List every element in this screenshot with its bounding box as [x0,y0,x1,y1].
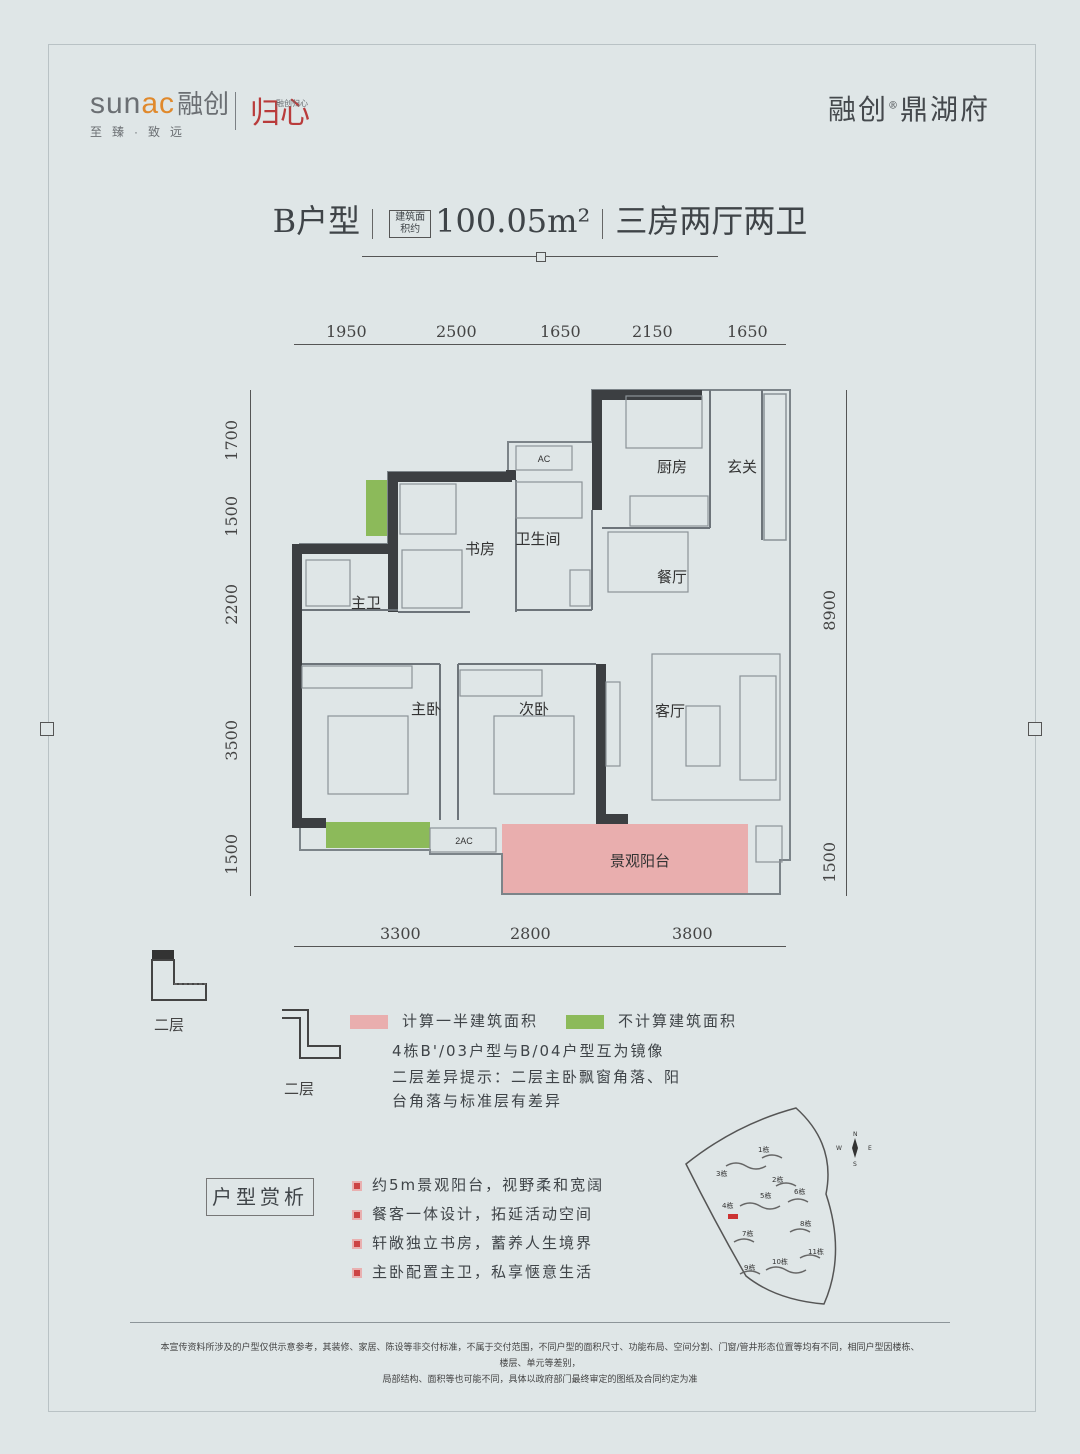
unit-layout: 三房两厅两卫 [615,202,808,240]
ac2-label: 2AC [455,836,473,846]
dim-bottom-1: 3300 [380,924,421,943]
room-second-bed: 次卧 [519,701,549,718]
room-master-bed: 主卧 [411,701,441,718]
footer-rule [130,1322,950,1323]
left-marker-icon [40,722,54,736]
area-prefix: 建筑面积约 [389,209,432,238]
compass-e: E [868,1145,872,1152]
brand-cn: 融创 [177,89,230,119]
note-diff-1: 二层差异提示：二层主卧飘窗角落、阳 [392,1068,682,1086]
dim-left-1: 1700 [222,420,241,461]
brand-slogan: 至臻·致远 [90,125,192,139]
analysis-item-3: 轩敞独立书房，蓄养人生境界 [352,1232,593,1253]
analysis-item-2: 餐客一体设计，拓延活动空间 [352,1203,593,1224]
brand-logo: sunac融创 至臻·致远 [90,84,229,140]
green-area-study [366,480,388,536]
site-b10: 10栋 [772,1257,788,1266]
right-dim-line [846,390,847,896]
legend-none: 不计算建筑面积 [566,1010,737,1031]
heading-rule-dot [536,252,546,262]
legend-half: 计算一半建筑面积 [350,1010,538,1031]
floor2-label-a: 二层 [154,1016,185,1034]
note-mirror: 4栋B'/03户型与B/04户型互为镜像 [392,1042,665,1060]
analysis-title: 户型赏析 [206,1178,314,1216]
site-b8: 8栋 [800,1219,811,1228]
floor2-detail-a [151,950,207,1001]
room-master-bath: 主卫 [351,595,381,612]
compass-icon [852,1138,858,1158]
bottom-dim-line [294,946,786,947]
floor2-label-b: 二层 [284,1080,315,1098]
room-living: 客厅 [655,703,685,720]
ac-label: AC [538,454,551,464]
room-study: 书房 [465,541,495,558]
dim-top-1: 1950 [326,322,367,341]
dim-left-5: 1500 [222,834,241,875]
site-b9: 9栋 [744,1263,755,1272]
dim-top-2: 2500 [436,322,477,341]
room-dining: 餐厅 [657,569,687,586]
site-b3: 3栋 [716,1169,727,1178]
seal-logo: 归心融创归心 [250,96,310,131]
analysis-item-4: 主卧配置主卫，私享惬意生活 [352,1261,593,1282]
site-highlight [728,1214,738,1219]
right-marker-icon [1028,722,1042,736]
site-plan: 1栋 2栋 3栋 4栋 5栋 6栋 7栋 8栋 9栋 10栋 11栋 N S E… [685,1107,872,1305]
dim-left-3: 2200 [222,584,241,625]
compass-n: N [853,1131,858,1138]
disclaimer-line-2: 局部结构、面积等也可能不同，具体以政府部门最终审定的图纸及合同约定为准 [382,1375,698,1385]
site-b5: 5栋 [760,1191,771,1200]
project-name: 融创®鼎湖府 [827,93,990,126]
site-b6: 6栋 [794,1187,805,1196]
dim-bottom-3: 3800 [672,924,713,943]
dim-left-4: 3500 [222,720,241,761]
dim-top-5: 1650 [727,322,768,341]
site-b7: 7栋 [742,1229,753,1238]
room-entry: 玄关 [727,459,757,476]
floor2-detail-b [282,1009,341,1059]
balcony-area [502,824,748,894]
dim-left-2: 1500 [222,496,241,537]
note-diff-2: 台角落与标准层有差异 [392,1092,563,1110]
unit-area: 100.05m² [435,202,591,240]
unit-type: B户型 [272,202,361,240]
left-dim-line [250,390,251,896]
floor-plan: 厨房 玄关 书房 卫生间 餐厅 主卫 主卧 次卧 客厅 景观阳台 AC 2AC [292,389,791,895]
site-b1: 1栋 [758,1145,769,1154]
legend-none-swatch [566,1014,604,1029]
site-b4: 4栋 [722,1201,733,1210]
green-area-master [326,822,430,848]
site-b11: 11栋 [808,1247,824,1256]
dim-right-2: 1500 [820,842,839,883]
site-b2: 2栋 [772,1175,783,1184]
room-balcony: 景观阳台 [610,853,670,870]
room-bath: 卫生间 [515,531,560,548]
brand-separator [235,92,236,130]
disclaimer: 本宣传资料所涉及的户型仅供示意参考，其装修、家居、陈设等非交付标准，不属于交付范… [160,1340,920,1388]
dim-bottom-2: 2800 [510,924,551,943]
compass-s: S [853,1161,857,1168]
dim-top-3: 1650 [540,322,581,341]
brand-en: sunac [90,87,176,120]
room-kitchen: 厨房 [657,459,687,476]
top-dim-line [294,344,786,345]
compass-w: W [836,1145,842,1152]
dim-right-1: 8900 [820,590,839,631]
dim-top-4: 2150 [632,322,673,341]
legend-half-swatch [350,1014,388,1029]
disclaimer-line-1: 本宣传资料所涉及的户型仅供示意参考，其装修、家居、陈设等非交付标准，不属于交付范… [160,1343,920,1369]
analysis-item-1: 约5m景观阳台，视野柔和宽阔 [352,1174,604,1195]
